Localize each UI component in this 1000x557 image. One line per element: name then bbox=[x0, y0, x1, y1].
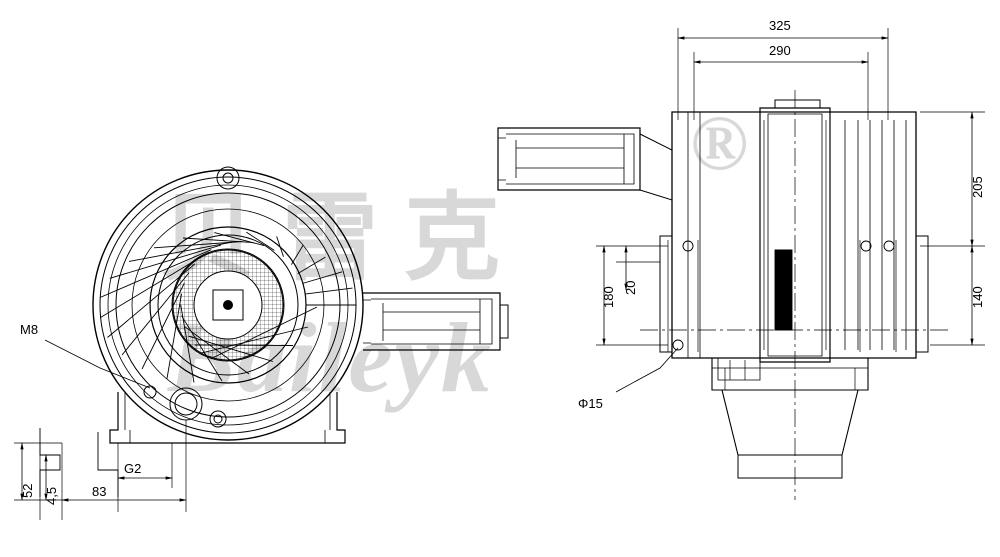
dim-52: 52 bbox=[20, 483, 35, 498]
dim-140: 140 bbox=[970, 286, 985, 308]
front-view-group bbox=[14, 166, 509, 520]
dim-83: 83 bbox=[92, 484, 107, 499]
dim-phi15: Φ15 bbox=[578, 396, 603, 411]
dim-290: 290 bbox=[769, 43, 791, 58]
dim-m8: M8 bbox=[20, 322, 39, 337]
dim-g2: G2 bbox=[124, 461, 142, 476]
side-view-group bbox=[497, 28, 985, 500]
dim-325: 325 bbox=[769, 18, 791, 33]
dim-4-5: 4,5 bbox=[44, 486, 59, 505]
dim-205: 205 bbox=[970, 176, 985, 198]
dim-20: 20 bbox=[623, 280, 638, 295]
dim-180: 180 bbox=[601, 286, 616, 308]
